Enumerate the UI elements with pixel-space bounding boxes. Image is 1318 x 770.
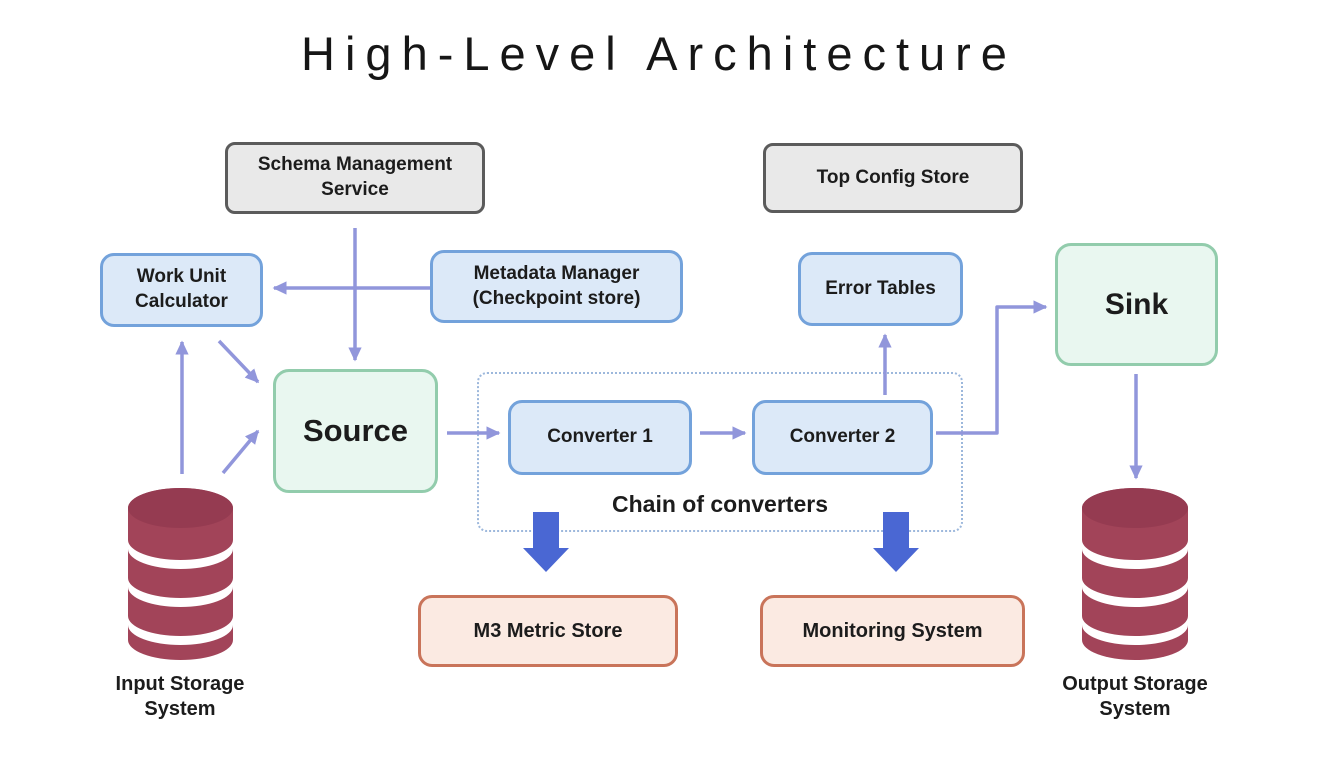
- arrow-input-storage-to-source: [221, 429, 260, 475]
- input-database-icon: [128, 488, 233, 660]
- node-label: Schema Management Service: [257, 154, 453, 200]
- node-work-unit-calculator: Work Unit Calculator: [100, 253, 263, 327]
- thick-arrow-converter1-to-m3: [523, 512, 569, 572]
- arrow-work-unit-calculator-to-source: [217, 339, 260, 384]
- node-label: Metadata Manager (Checkpoint store): [472, 262, 641, 309]
- node-converter-2: Converter 2: [752, 400, 933, 475]
- node-monitoring-system: Monitoring System: [760, 595, 1025, 667]
- node-label: Error Tables: [825, 277, 936, 299]
- node-sink: Sink: [1055, 243, 1218, 366]
- node-metadata-manager: Metadata Manager (Checkpoint store): [430, 250, 683, 323]
- chain-of-converters-group: [477, 372, 963, 532]
- node-error-tables: Error Tables: [798, 252, 963, 326]
- node-label: Work Unit Calculator: [135, 266, 228, 312]
- input-storage-label: Input Storage System: [115, 673, 245, 720]
- output-storage-label: Output Storage System: [1062, 673, 1208, 720]
- node-schema-management-service: Schema Management Service: [225, 142, 485, 214]
- node-top-config-store: Top Config Store: [763, 143, 1023, 213]
- node-label: M3 Metric Store: [473, 620, 623, 642]
- node-m3-metric-store: M3 Metric Store: [418, 595, 678, 667]
- node-source: Source: [273, 369, 438, 493]
- node-label: Sink: [1104, 288, 1169, 321]
- chain-of-converters-label: Chain of converters: [612, 491, 828, 517]
- thick-arrow-converter2-to-monitoring: [873, 512, 919, 572]
- node-label: Source: [302, 412, 409, 448]
- node-label: Monitoring System: [802, 620, 983, 642]
- node-converter-1: Converter 1: [508, 400, 692, 475]
- arrow-converter2-to-sink: [936, 300, 1048, 435]
- output-database-icon: [1082, 488, 1188, 660]
- node-label: Converter 2: [789, 426, 896, 448]
- page-title: High-Level Architecture: [301, 27, 1017, 80]
- node-label: Converter 1: [547, 426, 653, 448]
- node-label: Top Config Store: [816, 166, 970, 188]
